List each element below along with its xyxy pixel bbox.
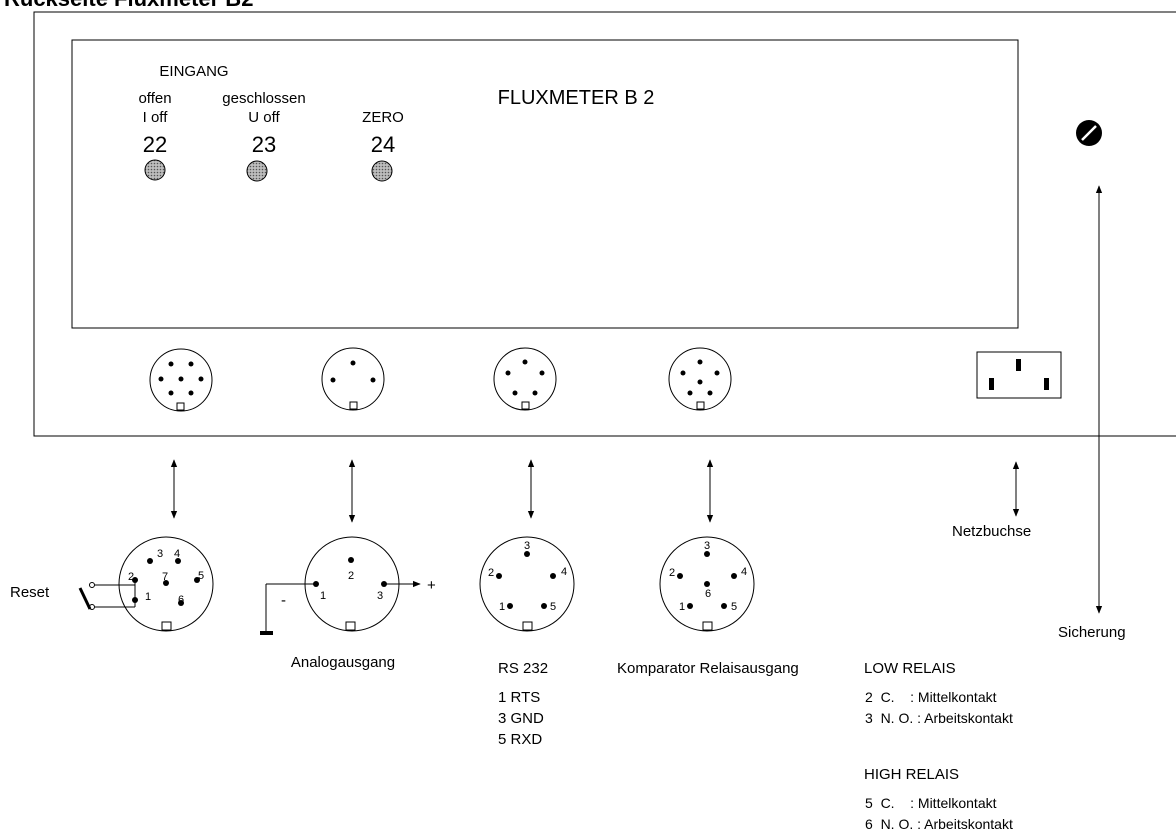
pin-label: 3 <box>524 540 530 552</box>
indicator-23: geschlossen U off 23 <box>222 90 306 182</box>
pin-label: 1 <box>679 601 685 613</box>
led-icon <box>246 160 268 182</box>
pin-label: 7 <box>162 571 168 583</box>
pin-label: 1 <box>320 590 326 602</box>
eingang-label: EINGANG <box>159 63 228 80</box>
connector-1-detail: 3 4 2 7 5 1 6 <box>78 536 214 632</box>
komparator-label: Komparator Relaisausgang <box>617 660 799 677</box>
plus-sign: + <box>427 577 436 594</box>
indicator-sub-label: U off <box>248 109 280 126</box>
connector-3-detail: 3 2 4 1 5 <box>479 536 575 632</box>
analog-label: Analogausgang <box>291 654 395 671</box>
minus-sign: - <box>281 592 286 609</box>
netzbuchse-label: Netzbuchse <box>952 523 1031 540</box>
high-relais-line: 5 C. : Mittelkontakt <box>865 795 997 811</box>
indicator-top-label: offen <box>138 90 171 107</box>
indicator-top-label: geschlossen <box>222 90 305 107</box>
pin-label: 4 <box>741 566 747 578</box>
device-label: FLUXMETER B 2 <box>498 87 655 109</box>
rs232-pin: 3 GND <box>498 710 544 727</box>
power-socket-icon <box>976 351 1062 399</box>
back-panel <box>33 11 1176 437</box>
pin-label: 4 <box>561 566 567 578</box>
pin-label: 4 <box>174 548 180 560</box>
pin-label: 2 <box>348 570 354 582</box>
pin-label: 1 <box>145 591 151 603</box>
fuse-icon <box>1076 120 1102 146</box>
indicator-number: 22 <box>143 132 167 157</box>
rs232-pin: 1 RTS <box>498 689 540 706</box>
pin-label: 3 <box>377 590 383 602</box>
indicator-24: ZERO 24 <box>362 109 404 182</box>
panel-connector-4 <box>668 347 732 411</box>
pin-label: 3 <box>157 548 163 560</box>
indicator-sub-label: I off <box>143 109 169 126</box>
pin-label: 2 <box>488 567 494 579</box>
pin-label: 5 <box>550 601 556 613</box>
display-panel <box>71 39 1019 329</box>
low-relais-heading: LOW RELAIS <box>864 660 956 677</box>
pin-label: 5 <box>731 601 737 613</box>
panel-connector-3 <box>493 347 557 411</box>
reset-label: Reset <box>10 584 50 601</box>
low-relais-line: 3 N. O. : Arbeitskontakt <box>865 710 1013 726</box>
sicherung-label: Sicherung <box>1058 624 1126 641</box>
pin-label: 5 <box>198 570 204 582</box>
pin-label: 3 <box>704 540 710 552</box>
indicator-22: offen I off 22 <box>138 90 172 181</box>
led-icon <box>371 160 393 182</box>
pin-label: 6 <box>705 588 711 600</box>
rs232-pin: 5 RXD <box>498 731 542 748</box>
pin-label: 6 <box>178 594 184 606</box>
page-title: Rückseite Fluxmeter B2 <box>4 0 253 11</box>
rs232-label: RS 232 <box>498 660 548 677</box>
panel-connector-1 <box>149 348 213 412</box>
indicator-number: 23 <box>252 132 276 157</box>
indicator-number: 24 <box>371 132 395 157</box>
high-relais-line: 6 N. O. : Arbeitskontakt <box>865 816 1013 832</box>
pin-label: 1 <box>499 601 505 613</box>
panel-connector-2 <box>321 347 385 411</box>
connector-2-detail: 2 1 3 <box>260 536 421 635</box>
led-icon <box>144 159 166 181</box>
high-relais-heading: HIGH RELAIS <box>864 766 959 783</box>
low-relais-line: 2 C. : Mittelkontakt <box>865 689 997 705</box>
indicator-sub-label: ZERO <box>362 109 404 126</box>
pin-label: 2 <box>669 567 675 579</box>
pin-label: 2 <box>128 571 134 583</box>
connector-4-detail: 3 2 4 6 1 5 <box>659 536 755 632</box>
